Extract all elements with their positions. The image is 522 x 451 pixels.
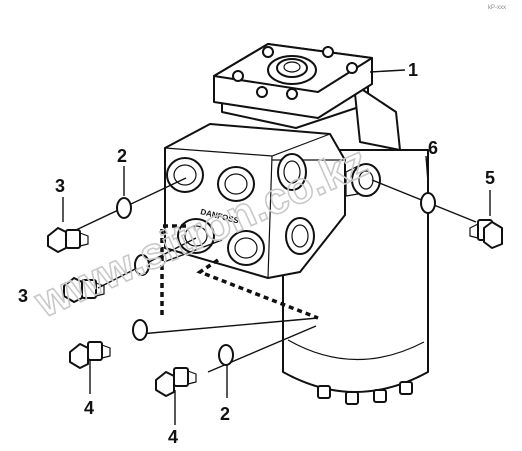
port-l <box>177 218 215 254</box>
callout-4-lower: 4 <box>168 427 178 447</box>
callout-3-lower: 3 <box>18 286 28 306</box>
mounting-flange <box>213 43 373 119</box>
side-port-lower <box>285 217 315 255</box>
valve-block: DANFOSS <box>164 123 346 279</box>
o-ring-right <box>420 192 436 214</box>
o-ring-bottom <box>218 344 234 366</box>
fitting-4-lower <box>155 367 197 397</box>
callout-2-upper: 2 <box>117 146 127 166</box>
callout-labels: 1 2 2 3 3 4 4 5 6 <box>18 60 495 447</box>
side-port-upper <box>277 153 307 191</box>
callout-2-lower: 2 <box>220 404 230 424</box>
port-t <box>217 166 255 202</box>
callout-4-upper: 4 <box>84 398 94 418</box>
dashed-hose-left <box>160 224 186 318</box>
fitting-3-upper <box>47 227 89 253</box>
port-r <box>227 230 265 266</box>
callout-3-upper: 3 <box>55 176 65 196</box>
o-ring-upper <box>116 197 132 219</box>
steering-unit: DANFOSS <box>164 43 429 405</box>
fitting-3-lower <box>63 277 105 303</box>
ls-port-boss <box>345 163 381 197</box>
port-p <box>166 157 204 193</box>
cylinder-band <box>287 339 425 361</box>
bottom-bolts <box>317 381 413 405</box>
column-right-shoulder <box>353 83 401 151</box>
o-ring-lower <box>132 319 148 341</box>
fitting-4-upper <box>69 341 111 369</box>
dashed-hose-right <box>196 258 319 320</box>
fitting-5 <box>469 219 503 249</box>
corner-stamp: kP-xxx <box>488 5 506 11</box>
callout-6: 6 <box>428 138 438 158</box>
o-ring-middle <box>134 254 150 276</box>
callout-5: 5 <box>485 168 495 188</box>
callout-1: 1 <box>408 60 418 80</box>
o-rings <box>116 192 436 366</box>
